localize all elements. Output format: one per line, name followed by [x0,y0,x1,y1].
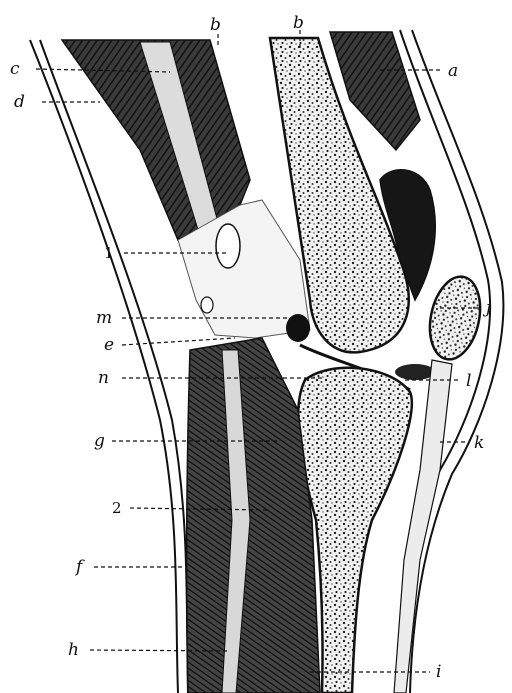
label-g: g [94,431,105,451]
label-l: l [466,371,471,391]
label-b-left: b [210,15,221,35]
label-2: 2 [112,499,122,517]
posterior-meniscus [286,314,310,342]
label-h: h [68,640,79,660]
label-a: a [448,61,458,81]
label-c: c [10,59,20,79]
small-vessel [201,297,213,313]
label-j: j [482,298,492,318]
label-b-right: b [293,13,304,33]
label-f: f [74,557,85,577]
label-e: e [104,335,114,355]
label-n: n [98,368,109,388]
patella-bone [423,272,487,364]
label-m: m [96,308,112,328]
label-1: 1 [104,244,114,262]
popliteal-vessel [216,224,240,268]
anterior-meniscus [395,364,435,380]
label-k: k [474,433,484,453]
label-i: i [436,662,441,682]
label-d: d [14,92,25,112]
